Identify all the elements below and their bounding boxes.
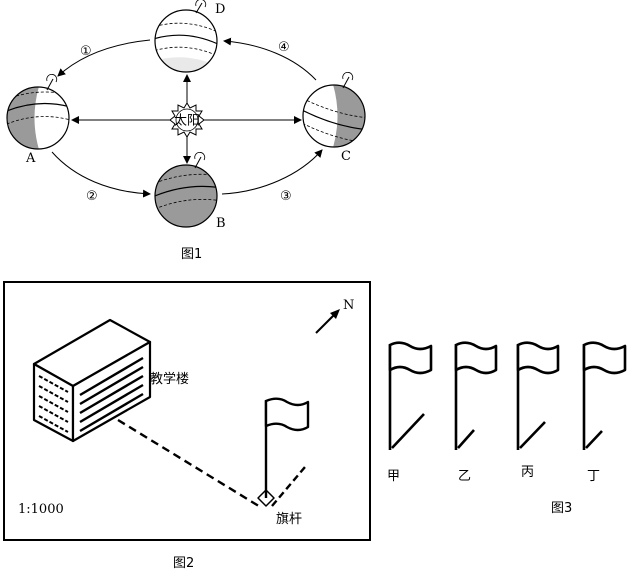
earth-position-a xyxy=(6,74,70,150)
flag-bing-icon xyxy=(516,341,560,450)
orbit-arc-2 xyxy=(51,151,151,198)
figure3-flags: 甲 乙 丙 丁 图3 xyxy=(387,341,627,516)
figure2-map: N 教学楼 xyxy=(3,281,371,571)
flag-label-bing: 丙 xyxy=(521,465,534,480)
earth-position-b xyxy=(154,152,218,228)
building-to-flag-shadow xyxy=(117,418,263,510)
flag-yi-icon xyxy=(454,341,498,450)
flagpole-icon xyxy=(257,397,310,507)
arc-label-1: ① xyxy=(80,44,92,59)
orbit-arc-4 xyxy=(223,37,317,81)
north-label: N xyxy=(343,298,354,313)
position-label-d: D xyxy=(215,2,225,17)
figure3-caption: 图3 xyxy=(551,501,572,516)
position-label-c: C xyxy=(341,149,351,164)
flag-label-yi: 乙 xyxy=(458,469,471,484)
sun-label: 太阳 xyxy=(174,114,200,129)
figure2-caption: 图2 xyxy=(173,556,194,571)
orbit-arc-3 xyxy=(221,149,323,195)
arc-label-4: ④ xyxy=(278,40,290,55)
position-label-b: B xyxy=(216,216,226,231)
position-label-a: A xyxy=(25,151,36,166)
figure1-caption: 图1 xyxy=(181,247,202,262)
flag-ding-icon xyxy=(582,341,627,450)
scale-label: 1:1000 xyxy=(18,502,64,517)
orbit-arc-1 xyxy=(57,39,151,77)
flag-jia-icon xyxy=(388,341,433,450)
flag-label-ding: 丁 xyxy=(587,469,600,484)
sun-icon: 太阳 xyxy=(169,102,205,138)
flagpole-label: 旗杆 xyxy=(276,511,302,527)
flag-label-jia: 甲 xyxy=(387,469,400,484)
figure1-orbit-diagram: 太阳 xyxy=(6,0,366,262)
building-label: 教学楼 xyxy=(150,371,189,387)
north-arrow-icon xyxy=(315,309,340,334)
arc-label-3: ③ xyxy=(280,189,292,204)
earth-position-c xyxy=(302,72,366,148)
flag-shadow xyxy=(271,466,306,507)
earth-position-d xyxy=(154,0,218,73)
arc-label-2: ② xyxy=(86,189,98,204)
building-icon xyxy=(32,318,152,443)
